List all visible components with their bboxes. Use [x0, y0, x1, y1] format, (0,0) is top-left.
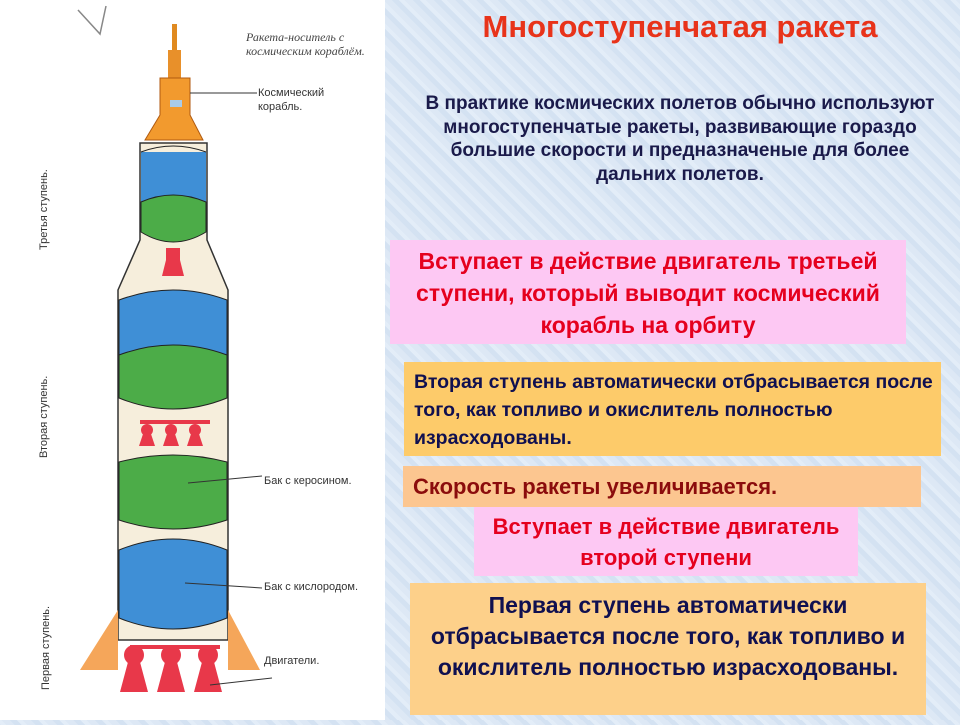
second-stage-label: Вторая ступень. — [38, 375, 50, 458]
check-mark — [77, 5, 107, 36]
first-stage-engines — [120, 645, 222, 692]
first-stage-drop-box: Первая ступень автоматически отбрасывает… — [410, 583, 926, 715]
kerosene-tank-label: Бак с керосином. — [264, 475, 352, 487]
spacecraft — [144, 77, 204, 141]
second-stage-drop-box: Вторая ступень автоматически отбрасывает… — [404, 362, 941, 456]
third-stage-engine-box: Вступает в действие двигатель третьей ст… — [390, 240, 906, 344]
third-stage-engine — [162, 248, 184, 276]
spacecraft-label: Космический корабль. — [258, 87, 325, 113]
oxygen-tank — [118, 538, 228, 630]
rocket-illustration — [77, 5, 273, 692]
speed-increase-box: Скорость ракеты увеличивается. — [403, 466, 921, 507]
third-stage-label: Третья ступень. — [38, 169, 50, 250]
fins — [80, 610, 260, 670]
first-stage-label: Первая ступень. — [40, 605, 52, 690]
second-stage-engine-box: Вступает в действие двигатель второй сту… — [474, 507, 858, 576]
rocket-diagram: Ракета-носитель с космическим кораблём. … — [0, 0, 385, 720]
engines-label: Двигатели. — [264, 655, 320, 667]
oxygen-tank-label: Бак с кислородом. — [264, 581, 359, 593]
kerosene-tank — [118, 454, 228, 530]
second-stage-engines — [139, 420, 210, 446]
slide-title: Многоступенчатая ракета — [482, 9, 878, 44]
diagram-caption: Ракета-носитель с космическим кораблём. — [246, 30, 365, 58]
intro-text: В практике космических полетов обычно ис… — [425, 93, 935, 185]
